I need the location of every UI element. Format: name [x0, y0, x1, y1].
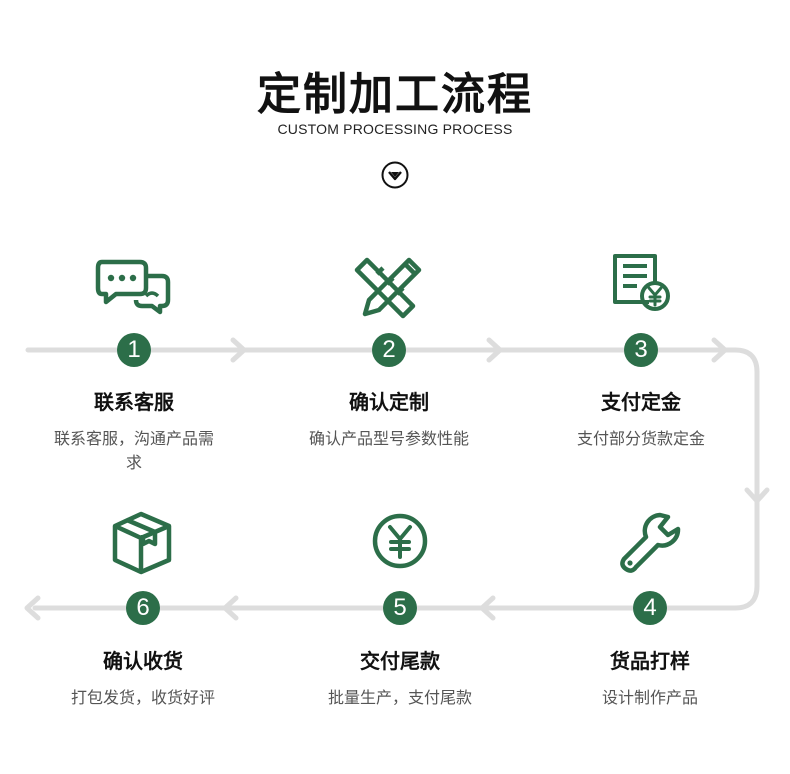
- yen-coin-icon: [372, 513, 428, 569]
- invoice-yen-icon: [613, 254, 670, 311]
- step-title: 确认收货: [103, 649, 183, 673]
- step-description: 支付部分货款定金: [576, 429, 705, 448]
- step-title: 交付尾款: [360, 649, 440, 673]
- step-number-badge: 4: [633, 591, 667, 625]
- step-number-badge: 6: [126, 591, 160, 625]
- step-number-badge: 2: [372, 333, 406, 367]
- pencil-ruler-icon: [354, 257, 422, 319]
- step-title: 联系客服: [94, 390, 174, 414]
- chat-bubbles-icon: [95, 259, 171, 315]
- page-title: 定制加工流程: [257, 69, 533, 120]
- step-title: 支付定金: [601, 390, 681, 414]
- step-description: 设计制作产品: [601, 688, 698, 707]
- chevron-down-circle-icon: [381, 161, 409, 189]
- step-number-badge: 3: [624, 333, 658, 367]
- page-subtitle: CUSTOM PROCESSING PROCESS: [277, 121, 513, 137]
- package-box-icon: [112, 511, 172, 575]
- step-number-badge: 1: [117, 333, 151, 367]
- step-title: 确认定制: [349, 390, 429, 414]
- step-number-badge: 5: [383, 591, 417, 625]
- step-description: 批量生产，支付尾款: [327, 688, 472, 707]
- step-description: 联系客服，沟通产品需求: [54, 429, 215, 472]
- step-title: 货品打样: [610, 649, 690, 673]
- wrench-icon: [620, 512, 681, 573]
- step-description: 确认产品型号参数性能: [309, 429, 470, 448]
- step-description: 打包发货，收货好评: [70, 688, 215, 707]
